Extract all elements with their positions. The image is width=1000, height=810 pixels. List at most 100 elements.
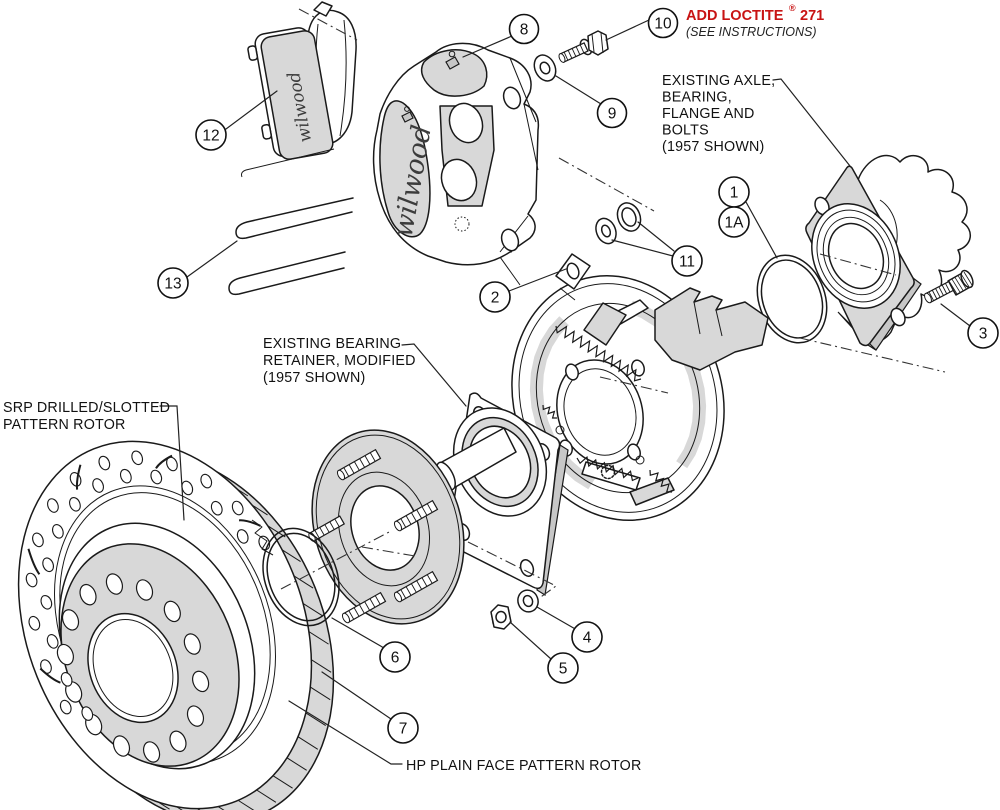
thread-line: [928, 291, 934, 301]
coil-spring: [555, 325, 642, 382]
thread-line: [353, 461, 360, 471]
svg-text:7: 7: [399, 721, 408, 738]
thread-line: [359, 458, 366, 468]
label-axle: (1957 SHOWN): [662, 139, 765, 155]
drill-hole: [92, 478, 104, 493]
rotor-center-bore: [87, 612, 179, 724]
drill-hole: [131, 450, 144, 466]
hat-bolt-hole: [105, 573, 124, 595]
pad-retainer-pins: [228, 148, 354, 296]
callout-12: 12: [195, 119, 227, 151]
pattern-split-line: [251, 519, 274, 556]
plate-hole: [565, 363, 579, 381]
thread-line: [405, 586, 412, 596]
hat-bolt-hole: [112, 735, 131, 757]
drill-hole: [236, 529, 249, 544]
piston-bore-window: [440, 158, 478, 202]
thread-line: [400, 589, 407, 599]
hat-bolt-hole: [163, 600, 181, 623]
thread-line: [400, 518, 407, 528]
thread-line: [405, 515, 412, 525]
callouts: 1 1A 2 3 4 5 6 7 8 9 10 11 12 13: [157, 7, 999, 744]
svg-text:12: 12: [202, 128, 219, 145]
drill-hole: [81, 706, 94, 721]
thread-line: [364, 455, 371, 465]
drill-hole: [98, 455, 111, 471]
svg-text:3: 3: [979, 326, 988, 343]
drill-hole: [231, 500, 244, 516]
svg-text:4: 4: [583, 630, 592, 647]
hat-bolt-hole: [183, 633, 201, 655]
callout-8: 8: [508, 13, 540, 45]
knurl-line: [963, 271, 973, 286]
vent-rib-line: [270, 773, 293, 789]
knurl-line: [960, 273, 970, 288]
callout-3: 3: [967, 317, 999, 349]
thread-line: [426, 574, 433, 584]
leader-lines: [159, 19, 971, 765]
drill-hole: [28, 615, 41, 631]
thread-line: [348, 464, 355, 474]
hat-bolt-hole: [192, 670, 210, 693]
label-hp-rotor: HP PLAIN FACE PATTERN ROTOR: [406, 758, 642, 774]
fastener-tip: [393, 520, 403, 532]
labels: ADD LOCTITE ® 271 (SEE INSTRUCTIONS) EXI…: [3, 3, 824, 774]
flange-bolt-hole: [890, 307, 906, 327]
callout-9: 9: [596, 97, 628, 129]
loctite-note-title: ADD LOCTITE: [686, 8, 784, 24]
thread-line: [421, 506, 428, 516]
thread-line: [374, 595, 381, 605]
thread-line: [579, 44, 585, 54]
thread-line: [369, 452, 376, 462]
thread-line: [329, 521, 335, 530]
knurl-line: [948, 280, 958, 295]
loctite-note-number: 271: [800, 8, 824, 24]
washer-4: [517, 589, 539, 613]
vent-rib-line: [307, 685, 331, 701]
thread-line: [416, 580, 423, 590]
callout-6: 6: [379, 641, 411, 673]
svg-text:11: 11: [679, 254, 695, 271]
drill-hole: [200, 473, 213, 489]
vent-rib-line: [284, 755, 307, 771]
hat-bolt-hole: [61, 609, 80, 631]
thread-line: [563, 51, 569, 61]
nut-5: [490, 604, 512, 630]
fastener-tip: [924, 292, 932, 304]
drill-hole: [40, 594, 53, 610]
thread-line: [369, 598, 376, 608]
centerlines: [280, 8, 946, 600]
thread-line: [421, 577, 428, 587]
registered-mark: ®: [789, 3, 796, 13]
drill-hole: [46, 634, 59, 649]
label-retainer: (1957 SHOWN): [263, 370, 366, 386]
svg-text:10: 10: [654, 16, 672, 33]
hat-bolt-hole: [186, 705, 205, 727]
o-ring-small: [262, 527, 340, 627]
loctite-note-subtitle: (SEE INSTRUCTIONS): [686, 25, 817, 39]
washers-11: [595, 202, 642, 245]
axle-bracket: [654, 287, 769, 371]
thread-line: [575, 46, 581, 55]
vent-rib-line: [306, 629, 329, 645]
knurl-line: [951, 278, 961, 293]
knurl-line: [954, 277, 964, 291]
vent-rib-line: [300, 601, 323, 617]
svg-text:1A: 1A: [725, 215, 745, 232]
piston-bore-window: [448, 102, 484, 144]
thread-line: [319, 527, 325, 536]
caliper: wilwood: [372, 42, 540, 266]
vent-rib-line: [308, 657, 332, 673]
svg-text:5: 5: [559, 661, 568, 678]
thread-line: [348, 610, 355, 620]
label-axle: BEARING,: [662, 90, 732, 106]
drill-hole: [32, 532, 44, 548]
thread-line: [426, 503, 433, 513]
vent-rib-line: [303, 711, 326, 726]
drill-hole: [150, 469, 163, 485]
rotor-slot: [75, 464, 82, 490]
callout-1A: 1A: [718, 206, 750, 238]
thread-line: [358, 604, 365, 614]
thread-line: [314, 530, 320, 539]
thread-line: [410, 512, 417, 522]
